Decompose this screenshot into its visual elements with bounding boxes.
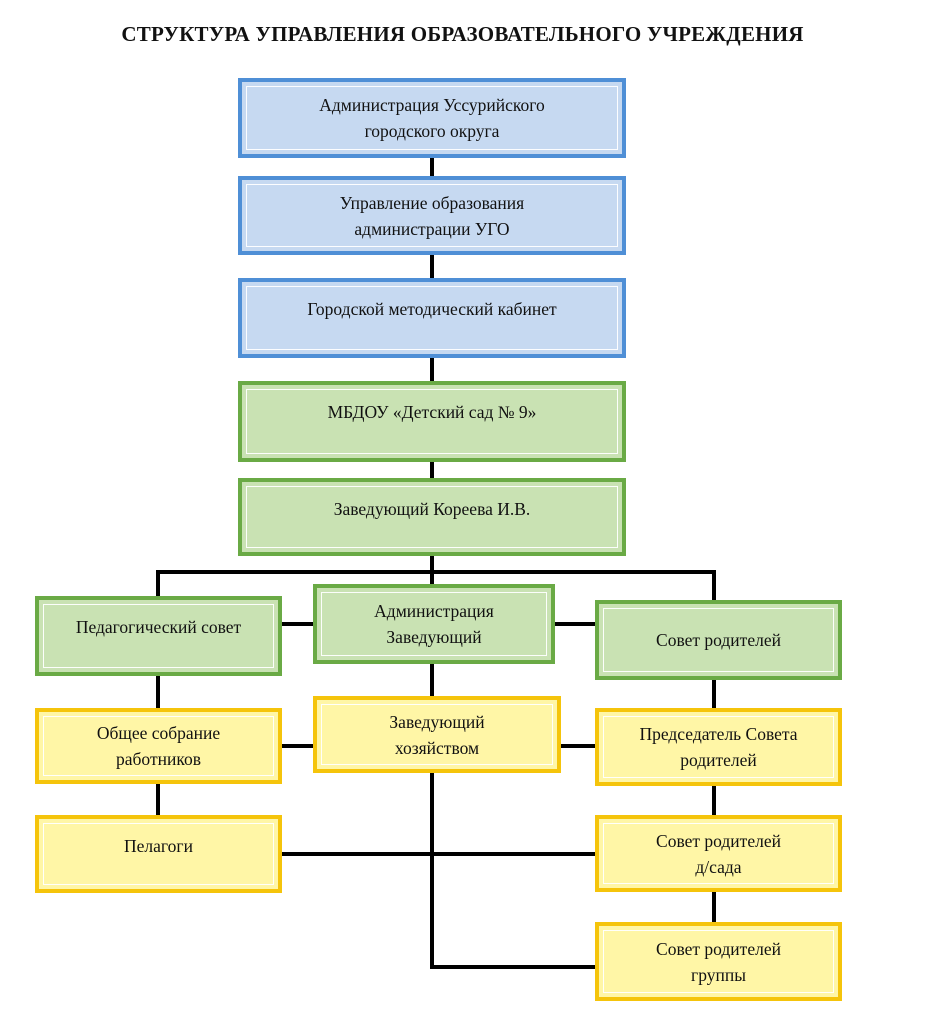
node-education-dept: Управление образования администрации УГО [238, 176, 626, 255]
node-general-meeting: Общее собрание работников [35, 708, 282, 784]
node-methodical-office: Городской методический кабинет [238, 278, 626, 358]
node-kindergarten: МБДОУ «Детский сад № 9» [238, 381, 626, 462]
node-kindergarten-parents: Совет родителей д/сада [595, 815, 842, 892]
diagram-title: СТРУКТУРА УПРАВЛЕНИЯ ОБРАЗОВАТЕЛЬНОГО УЧ… [121, 22, 804, 46]
node-admin-ugo: Администрация Уссурийского городского ок… [238, 78, 626, 158]
node-household-head: Заведующий хозяйством [313, 696, 561, 773]
node-parents-council: Совет родителей [595, 600, 842, 680]
node-ped-council: Педагогический совет [35, 596, 282, 676]
node-teachers: Пелагоги [35, 815, 282, 893]
node-council-chair: Председатель Совета родителей [595, 708, 842, 786]
node-group-parents: Совет родителей группы [595, 922, 842, 1001]
node-administration: Администрация Заведующий [313, 584, 555, 664]
node-head: Заведующий Кореева И.В. [238, 478, 626, 556]
